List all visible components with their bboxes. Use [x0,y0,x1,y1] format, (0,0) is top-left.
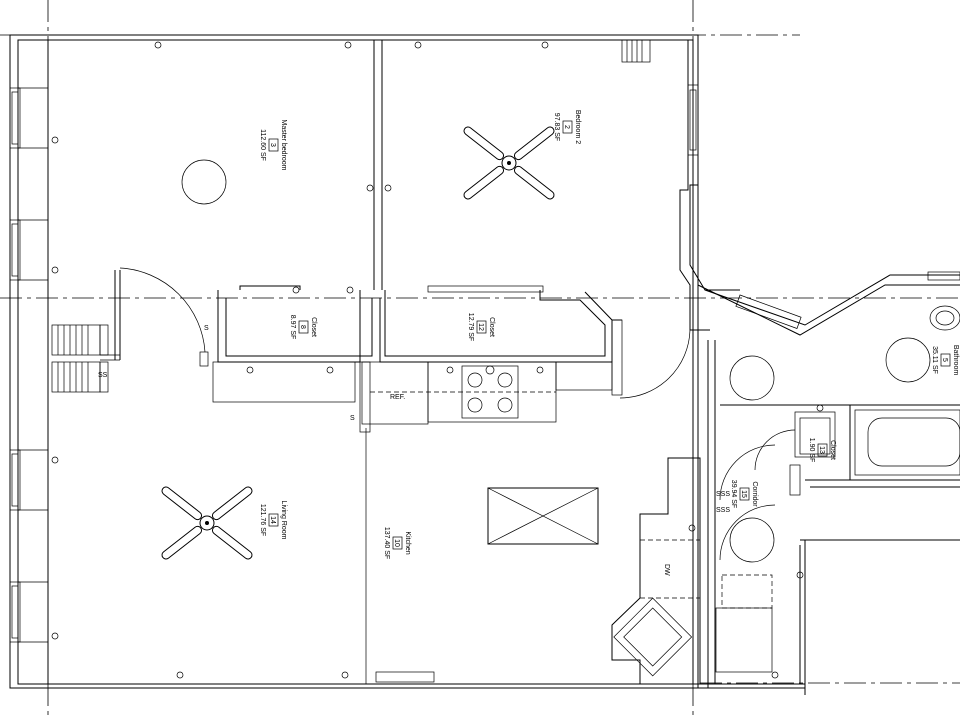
room-name: Bathroom [952,345,959,376]
bath-vanity [715,607,773,673]
room-tag-closet-13: Closet 13 1.90 SF [808,438,836,463]
room-area: 1.90 SF [808,438,815,463]
room-tag-closet-8: Closet 8 8.97 SF [289,315,317,340]
outlets [51,41,824,679]
switch-triple-2: SSS [716,507,730,514]
room-area: 35.11 SF [931,346,938,374]
switch-double: SS [98,372,108,379]
exterior-walls [9,34,960,695]
room-number: 14 [269,516,276,524]
room-tag-living-room: Living Room 14 121.76 SF [259,501,287,540]
room-name: Closet [310,317,317,337]
room-area: 97.83 SF [553,113,560,141]
light-fixtures [181,159,960,563]
doors [119,267,801,561]
room-number: 2 [563,125,570,129]
room-name: Master bedroom [280,120,287,171]
kitchen-island [487,487,599,545]
switch-marks: SS SSS SSS S S [98,325,730,514]
room-area: 8.97 SF [289,315,296,340]
radiator-bottom [375,671,435,683]
switch-single: S [204,325,209,332]
switch-single-2: S [350,415,355,422]
room-tag-corridor: Corridor 15 39.94 SF [730,480,758,508]
room-tag-bedroom-2: Bedroom 2 2 97.83 SF [553,110,581,144]
room-tag-kitchen: Kitchen 10 137.40 SF [383,527,411,559]
dishwasher-label: DW [663,564,670,576]
room-number: 10 [393,539,400,547]
radiator-bedroom2 [621,39,960,329]
room-name: Corridor [751,481,758,507]
ceiling-fan-living-room [161,486,253,560]
left-windows [9,87,48,643]
room-name: Closet [829,440,836,460]
room-tag-closet-12: Closet 12 12.79 SF [467,313,495,341]
room-area: 39.94 SF [730,480,737,508]
room-area: 112.60 SF [259,129,266,161]
kitchen-counter-right [611,457,701,685]
room-number: 15 [740,490,747,498]
room-name: Living Room [280,501,287,540]
stove [370,365,556,419]
room-area: 121.76 SF [259,504,266,536]
switch-triple-1: SSS [716,491,730,498]
room-number: 5 [941,358,948,362]
refrigerator-label: REF. [390,394,405,401]
room-name: Bedroom 2 [574,110,581,144]
room-name: Kitchen [404,531,411,554]
room-tag-bathroom: Bathroom 5 35.11 SF [931,345,959,376]
room-tag-master-bedroom: Master bedroom 3 112.60 SF [259,120,287,171]
room-number: 13 [818,446,825,454]
bath-vanity-top [721,574,773,609]
room-number: 8 [299,325,306,329]
room-number: 3 [269,143,276,147]
left-radiators [51,324,109,393]
room-area: 137.40 SF [383,527,390,559]
interior-walls [100,40,960,684]
room-area: 12.79 SF [467,313,474,341]
room-name: Closet [488,317,495,337]
ceiling-fan-bedroom2 [463,126,555,200]
room-number: 12 [477,323,484,331]
